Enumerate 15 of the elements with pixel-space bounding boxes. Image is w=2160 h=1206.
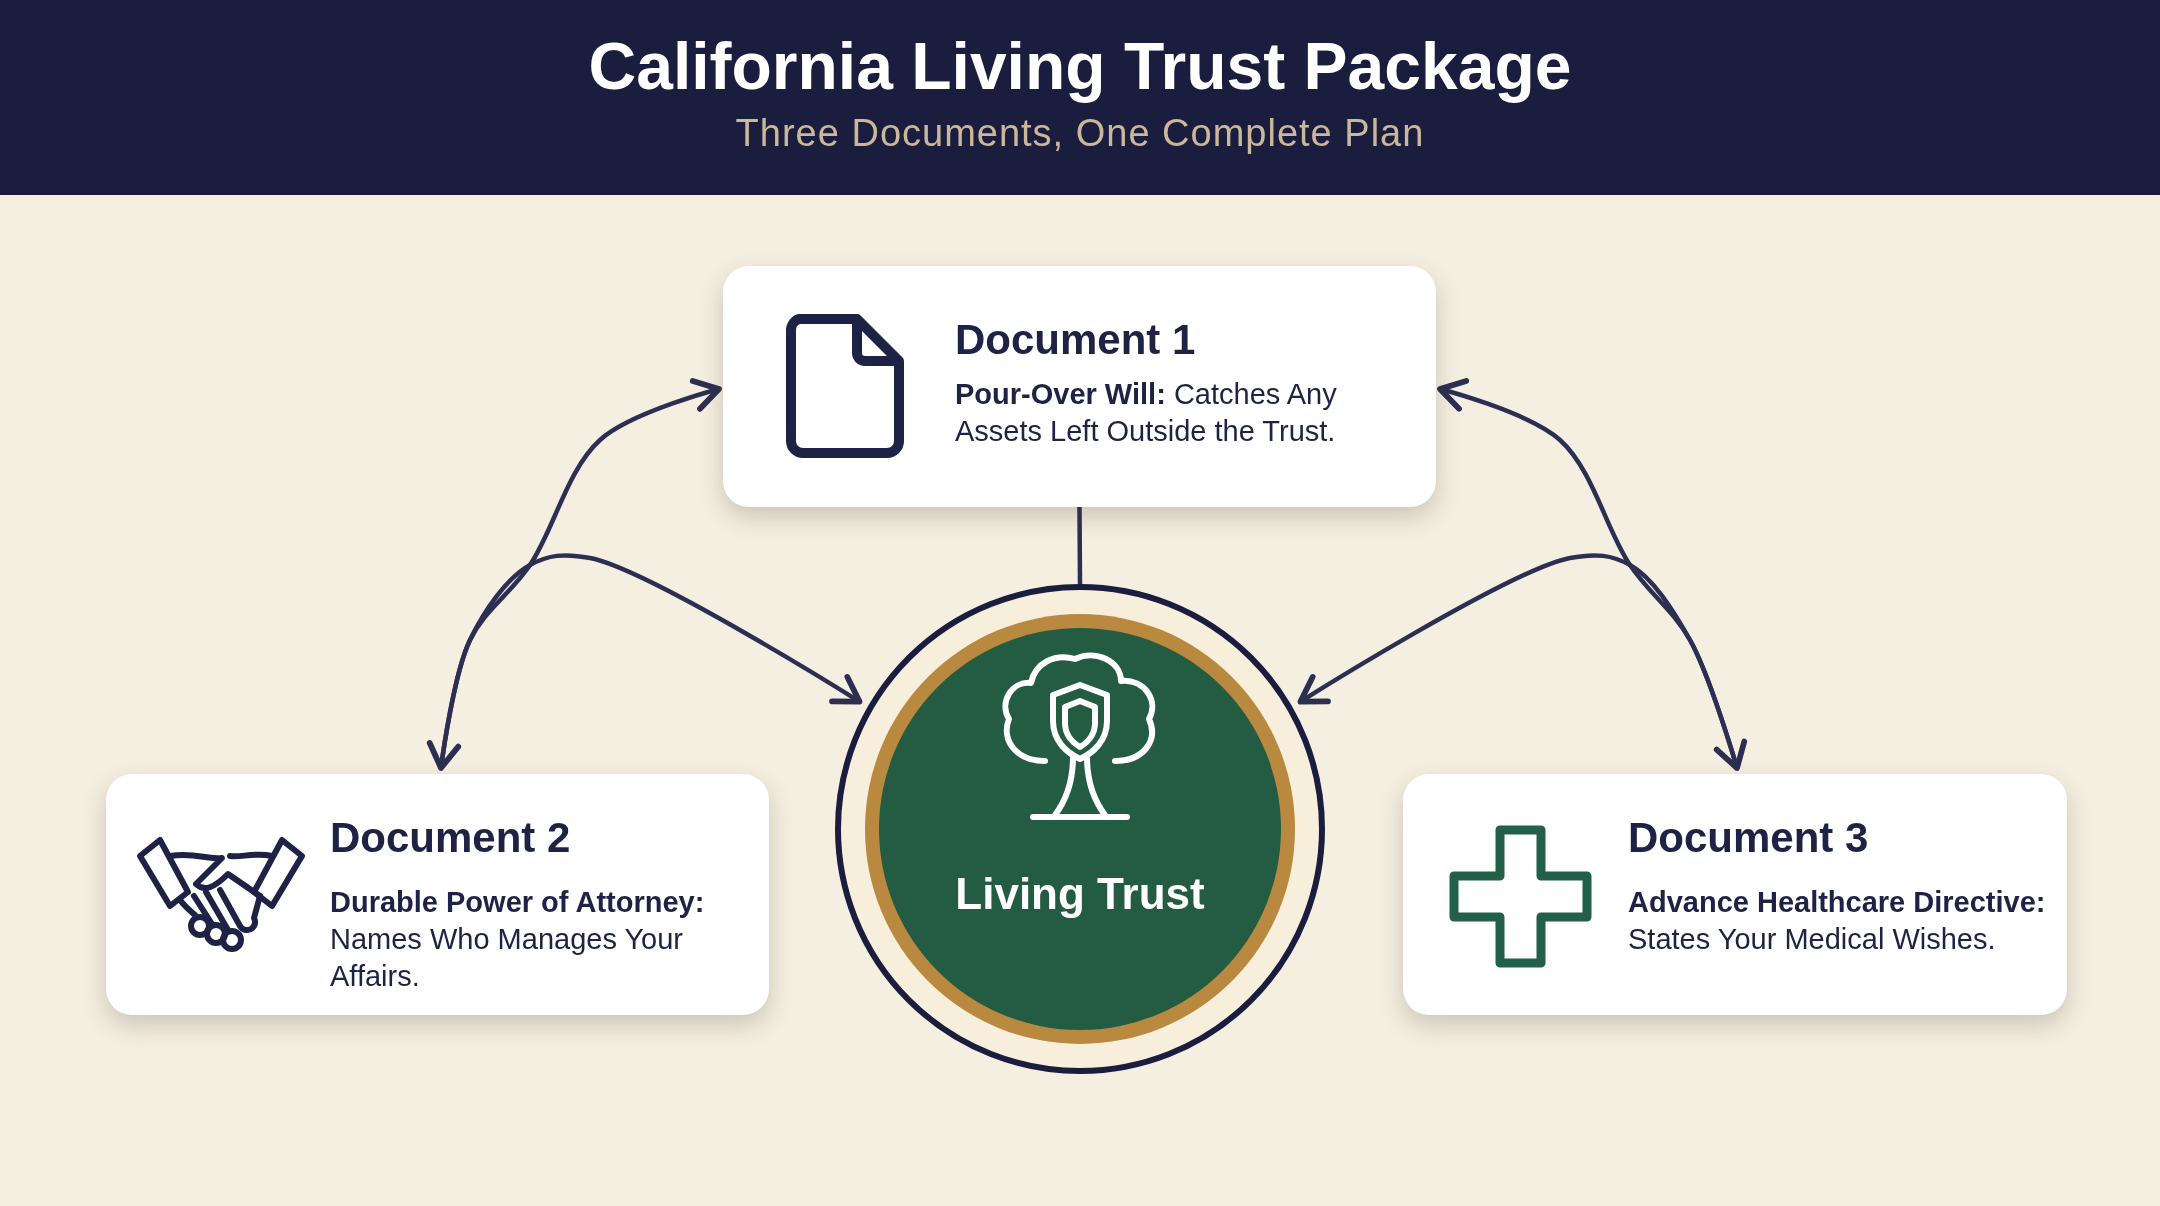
document-card [723,266,1436,507]
arrow [426,378,722,771]
card-description: Durable Power of Attorney: Names Who Manages Your Affairs. [330,885,706,994]
card-description: Pour-Over Will: Catches Any Assets Left Outside the Trust. [955,377,1338,449]
document-card [106,774,769,1015]
subtitle: Three Documents, One Complete Plan [734,112,1426,155]
trust-circle [835,584,1325,1074]
card-heading: Document 2 [330,814,571,862]
title: California Living Trust Package [587,28,1573,104]
circle-label: Living Trust [954,869,1206,919]
document-card [1403,774,2067,1015]
arrow [1437,378,1748,771]
card-heading: Document 3 [1628,814,1869,862]
card-description: Advance Healthcare Directive: States Your Medical Wishes. [1628,885,2047,957]
card-heading: Document 1 [955,316,1196,364]
